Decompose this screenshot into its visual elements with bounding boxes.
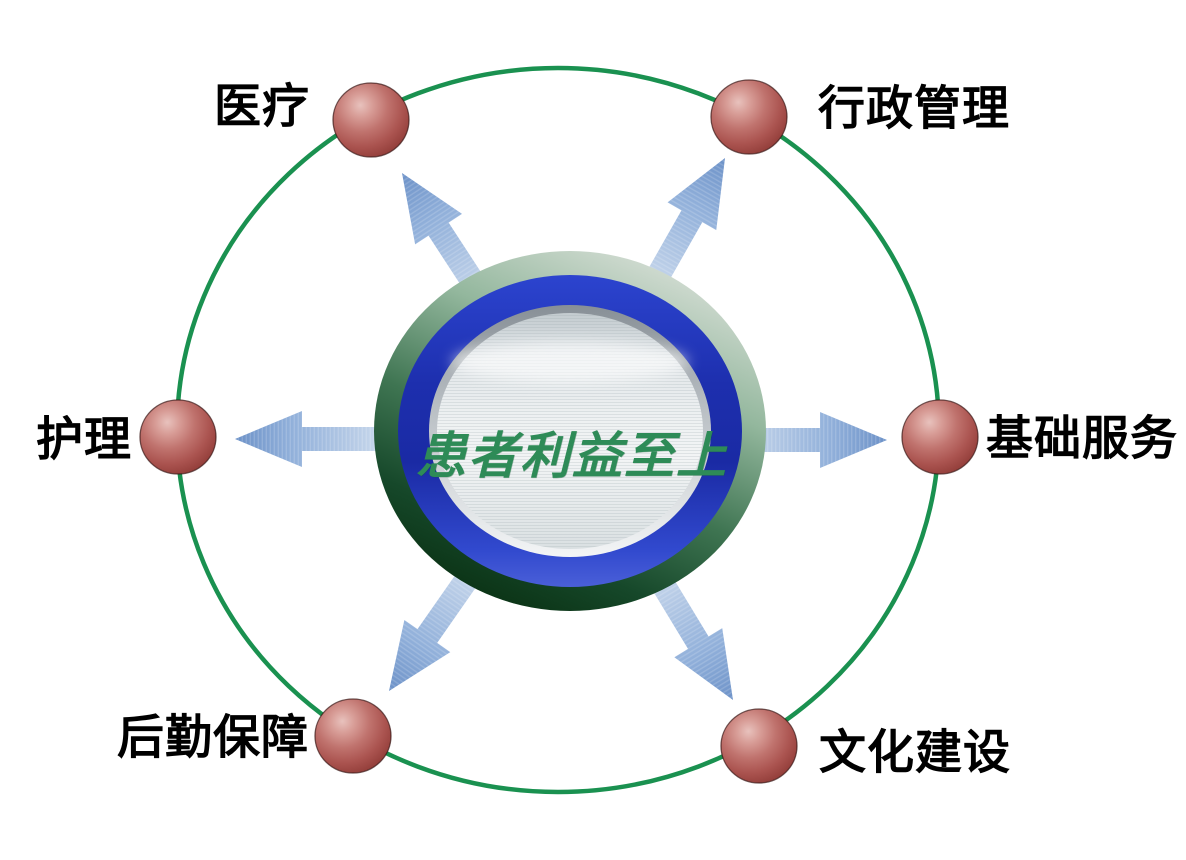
sphere-left: [139, 399, 217, 475]
node-label-culture: 文化建设: [819, 727, 1011, 780]
node-label-medical: 医疗: [214, 81, 310, 134]
arrow-left-icon: [235, 411, 490, 467]
center-emblem: [374, 251, 766, 611]
center-motto: 患者利益至上: [416, 428, 728, 484]
node-label-logistics: 后勤保障: [117, 712, 309, 765]
sphere-bottom-right: [720, 708, 798, 784]
sphere-top-left: [332, 82, 410, 158]
sphere-top-right: [710, 79, 788, 155]
node-label-administration: 行政管理: [818, 83, 1010, 136]
sphere-right: [901, 399, 979, 475]
node-label-nursing: 护理: [36, 414, 132, 467]
sphere-bottom-left: [314, 698, 392, 774]
node-spheres: [139, 79, 979, 784]
specular-highlight: [452, 342, 688, 382]
node-label-basic-services: 基础服务: [986, 413, 1178, 466]
